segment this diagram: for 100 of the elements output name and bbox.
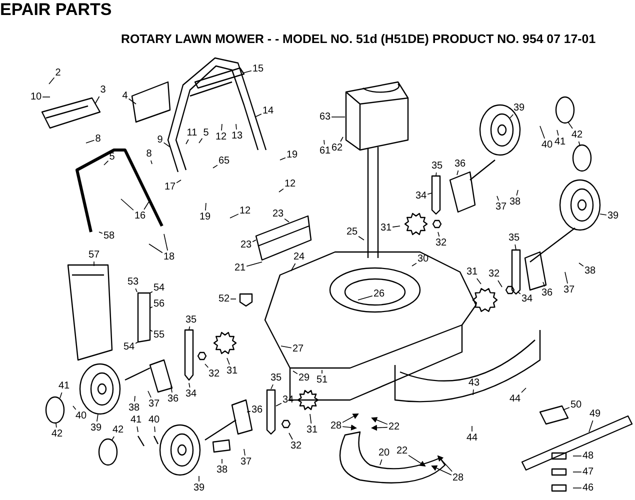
- leader-line: [163, 142, 170, 148]
- callout-number: 46: [582, 482, 594, 494]
- leader-line: [280, 346, 292, 348]
- callout-number: 29: [298, 372, 310, 384]
- leader-line: [148, 244, 163, 254]
- leader-line: [270, 384, 274, 390]
- leader-line: [438, 232, 440, 237]
- callout-number: 31: [306, 424, 318, 436]
- leader-line: [324, 140, 325, 145]
- callout-number: 19: [199, 212, 211, 222]
- callout-number: 36: [454, 158, 466, 170]
- callout-number: 61: [319, 146, 331, 156]
- leader-line: [205, 202, 206, 211]
- leader-line: [518, 292, 521, 294]
- callout-number: 35: [270, 372, 282, 384]
- leader-line: [150, 291, 153, 294]
- leader-line: [516, 190, 518, 196]
- callout-number: 12: [215, 132, 227, 142]
- callout-number: 27: [292, 344, 304, 354]
- leader-line: [280, 157, 286, 160]
- page-title: EPAIR PARTS: [0, 0, 112, 20]
- callout-number: 40: [148, 414, 160, 426]
- callout-number: 38: [509, 196, 521, 208]
- callout-number: 31: [466, 266, 478, 278]
- callout-number: 22: [388, 422, 400, 432]
- callout-number: 2: [55, 68, 61, 78]
- leader-line: [60, 392, 62, 398]
- leader-line: [331, 116, 346, 118]
- leader-line: [104, 160, 109, 166]
- callout-number: 31: [380, 222, 392, 234]
- callout-number: 48: [582, 450, 594, 462]
- leader-line: [94, 96, 100, 104]
- leader-line: [371, 417, 388, 425]
- leader-line: [198, 476, 200, 482]
- leader-line: [278, 188, 284, 192]
- callout-number: 42: [112, 424, 124, 436]
- callout-number: 31: [226, 366, 238, 376]
- leader-line: [578, 141, 580, 146]
- callout-number: 32: [488, 268, 500, 280]
- leader-line: [148, 390, 152, 398]
- leader-line: [514, 244, 516, 250]
- callout-number: 37: [240, 456, 252, 468]
- callout-number: 36: [541, 288, 553, 298]
- leader-line: [188, 382, 190, 388]
- callout-number: 13: [231, 130, 243, 142]
- callout-number: 9: [157, 134, 163, 146]
- callout-number: 4: [122, 90, 128, 102]
- callout-number: 26: [373, 288, 385, 300]
- leader-line: [120, 198, 134, 211]
- leader-line: [72, 406, 76, 410]
- leader-line: [135, 342, 138, 344]
- callout-number: 50: [570, 400, 582, 410]
- callout-number: 24: [293, 252, 305, 262]
- callout-number: 37: [495, 202, 507, 212]
- leader-line: [540, 126, 545, 139]
- leader-line: [246, 410, 251, 412]
- leader-line: [112, 436, 114, 440]
- callout-number: 41: [130, 414, 142, 426]
- leader-line: [340, 136, 344, 142]
- leader-line: [412, 262, 417, 266]
- callout-number: 63: [319, 112, 331, 122]
- leader-line: [254, 114, 262, 118]
- subtitle: ROTARY LAWN MOWER - - MODEL NO. 51d (H51DE) PRODUCT NO. 954 07 17-01: [121, 32, 596, 46]
- callout-number: 39: [90, 422, 102, 434]
- callout-number: 8: [146, 148, 152, 160]
- callout-number: 11: [186, 128, 198, 138]
- callout-number: 17: [164, 182, 176, 192]
- callout-number: 3: [100, 84, 106, 96]
- leader-line: [230, 298, 236, 300]
- leader-line: [212, 164, 218, 168]
- leader-line: [568, 122, 573, 129]
- callout-number: 53: [127, 276, 139, 288]
- callout-number: 25: [346, 226, 358, 238]
- callout-number: 12: [239, 206, 251, 216]
- leader-line: [431, 465, 452, 476]
- callout-number: 49: [589, 408, 601, 420]
- leader-line: [136, 426, 138, 432]
- leader-line: [288, 432, 293, 440]
- leader-line: [135, 288, 138, 292]
- leader-line: [246, 262, 262, 267]
- leader-line: [371, 424, 388, 431]
- callout-number: 44: [466, 432, 478, 444]
- leader-line: [144, 200, 150, 210]
- callout-number: 21: [234, 262, 246, 274]
- leader-line: [392, 226, 400, 228]
- callout-number: 22: [396, 446, 408, 456]
- leader-line: [284, 218, 290, 222]
- leader-line: [510, 114, 514, 118]
- callout-number: 20: [378, 448, 390, 458]
- leader-line: [252, 240, 256, 242]
- callout-number: 10: [30, 92, 42, 102]
- callout-number: 32: [290, 440, 302, 452]
- leader-line: [476, 278, 482, 284]
- callout-number: 34: [415, 190, 427, 202]
- callout-number: 35: [431, 160, 443, 172]
- leader-line: [436, 172, 437, 176]
- leader-line: [221, 124, 222, 131]
- leader-line: [437, 455, 452, 472]
- callout-number: 19: [286, 150, 298, 160]
- callout-number: 54: [153, 282, 165, 294]
